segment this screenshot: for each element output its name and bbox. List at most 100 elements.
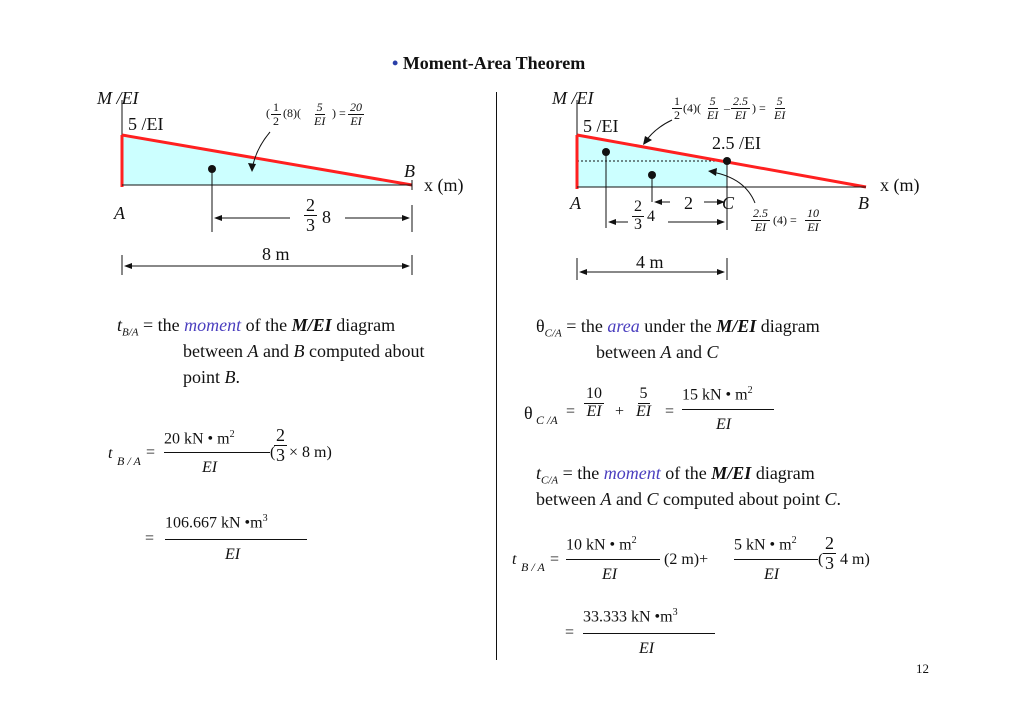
left-af-mid: (8)( (283, 106, 301, 120)
left-lever-den: 3 (306, 214, 315, 235)
left-point-b: B (404, 161, 415, 181)
left-lever-arrowhead-r (402, 215, 410, 221)
right-t-eq2: = 33.333 kN •m3 EI (565, 608, 745, 658)
right-t-eq: t B / A = 10 kN • m2 EI (2 m)+ 5 kN • m2… (512, 534, 892, 594)
left-af-n1: 1 (271, 100, 281, 115)
left-eq2-sup: 3 (262, 513, 268, 524)
right-t-var: t (536, 463, 542, 483)
center-divider (496, 92, 497, 660)
right-eqt-fnum: 2 (823, 533, 836, 554)
left-def3-B: B (224, 367, 236, 387)
right-point-a: A (570, 193, 581, 213)
right-theta-sub: C/A (544, 327, 562, 340)
right-theta-bold: M/EI (716, 316, 757, 336)
right-af-n2: 5 (707, 94, 718, 109)
right-t-bold: M/EI (711, 463, 752, 483)
right-theta-key: area (607, 316, 640, 336)
left-def2-b: and (258, 341, 294, 361)
right-eqt-d2: EI (764, 566, 780, 583)
left-red-slope (121, 133, 413, 187)
title-bullet: • (392, 53, 399, 73)
left-af-n3: 20 (348, 100, 364, 115)
left-eq1-sup: 2 (229, 429, 235, 440)
right-lever-headl (608, 219, 616, 225)
left-eq2-eq: = (145, 530, 155, 547)
left-eq2-den: EI (225, 546, 241, 563)
left-span-head-r (402, 263, 410, 269)
left-def2-a: between (183, 341, 248, 361)
right-lever-val: 4 (647, 208, 655, 225)
right-rf-n2: 10 (805, 206, 821, 221)
left-def-rest: of the (241, 315, 292, 335)
right-point-c: C (722, 193, 735, 213)
right-theta2-C: C (706, 342, 719, 362)
left-eq1-num: 20 kN • m (164, 430, 230, 448)
right-x-axis: x (m) (880, 175, 920, 195)
right-lever-headr (717, 219, 725, 225)
left-def-var: t (117, 315, 123, 335)
right-eqt2-sup: 3 (672, 607, 678, 618)
left-def3-a: point (183, 367, 225, 387)
left-af-d1: 2 (273, 113, 279, 128)
left-af-d2: EI (314, 113, 326, 128)
right-theta2-b: and (671, 342, 707, 362)
right-t-def-line1: tC/A = the moment of the M/EI diagram (536, 464, 815, 487)
left-def-key: moment (184, 315, 242, 335)
left-lever-arrowhead-l (214, 215, 222, 221)
right-eqt-n2sup: 2 (791, 535, 797, 546)
left-lever-num: 2 (304, 195, 317, 216)
left-span-label: 8 m (262, 244, 290, 264)
right-eqth-lhs: θ (524, 403, 533, 423)
left-mei-diagram (120, 100, 413, 275)
left-eq1-eq: = (146, 444, 156, 461)
right-eqt-sub: B / A (521, 560, 545, 574)
right-af-d2: EI (707, 107, 719, 122)
left-axis-label: M /EI (97, 88, 139, 108)
right-t2-Cpt: C (824, 489, 837, 509)
left-lever-val: 8 (322, 207, 331, 227)
right-leader2 (711, 171, 756, 204)
left-eq1-sub: B / A (117, 454, 141, 468)
right-af-d1: 2 (674, 107, 680, 122)
right-eqth-sup: 2 (747, 385, 753, 396)
left-eq1-times: × 8 m) (289, 444, 332, 461)
left-af-d3: EI (350, 113, 362, 128)
right-eqt-fden: 3 (825, 552, 834, 573)
right-t-key: moment (603, 463, 661, 483)
left-eq1-den: EI (202, 459, 218, 476)
right-eqt-n2: 5 kN • m (734, 536, 792, 554)
right-eqt-paren: ( (818, 551, 824, 568)
right-t-end: diagram (751, 463, 815, 483)
right-leader2-head (708, 168, 717, 176)
right-eqth-n1: 10 (584, 385, 604, 404)
right-af-n3: 2.5 (731, 94, 750, 109)
right-eqt-lhs: t (512, 551, 517, 568)
right-theta-var: θ (536, 316, 545, 336)
right-t-eq: = the (558, 463, 604, 483)
left-def2-c: computed about (304, 341, 425, 361)
right-eqth-d3: EI (716, 416, 732, 433)
left-def-end: diagram (331, 315, 396, 335)
left-def3-b: . (235, 367, 241, 387)
right-span-head-l (579, 269, 587, 275)
right-eqt2-eq: = (565, 624, 575, 641)
left-eq1-lhs: t (108, 445, 113, 462)
right-eqt2-den: EI (639, 640, 655, 657)
right-rf-d2: EI (807, 219, 819, 234)
right-theta-end: diagram (756, 316, 820, 336)
left-af-n2: 5 (314, 100, 325, 115)
right-red-slope (576, 133, 867, 189)
right-t2-a: between (536, 489, 601, 509)
right-af-mid: (4)( (683, 101, 701, 115)
right-axis-label: M /EI (552, 88, 594, 108)
right-t2-b: and (611, 489, 647, 509)
left-leader-head (248, 163, 256, 172)
left-def-sub: B/A (122, 326, 139, 339)
right-af-d3: EI (734, 107, 747, 122)
left-af-tail: ) = (332, 106, 346, 120)
